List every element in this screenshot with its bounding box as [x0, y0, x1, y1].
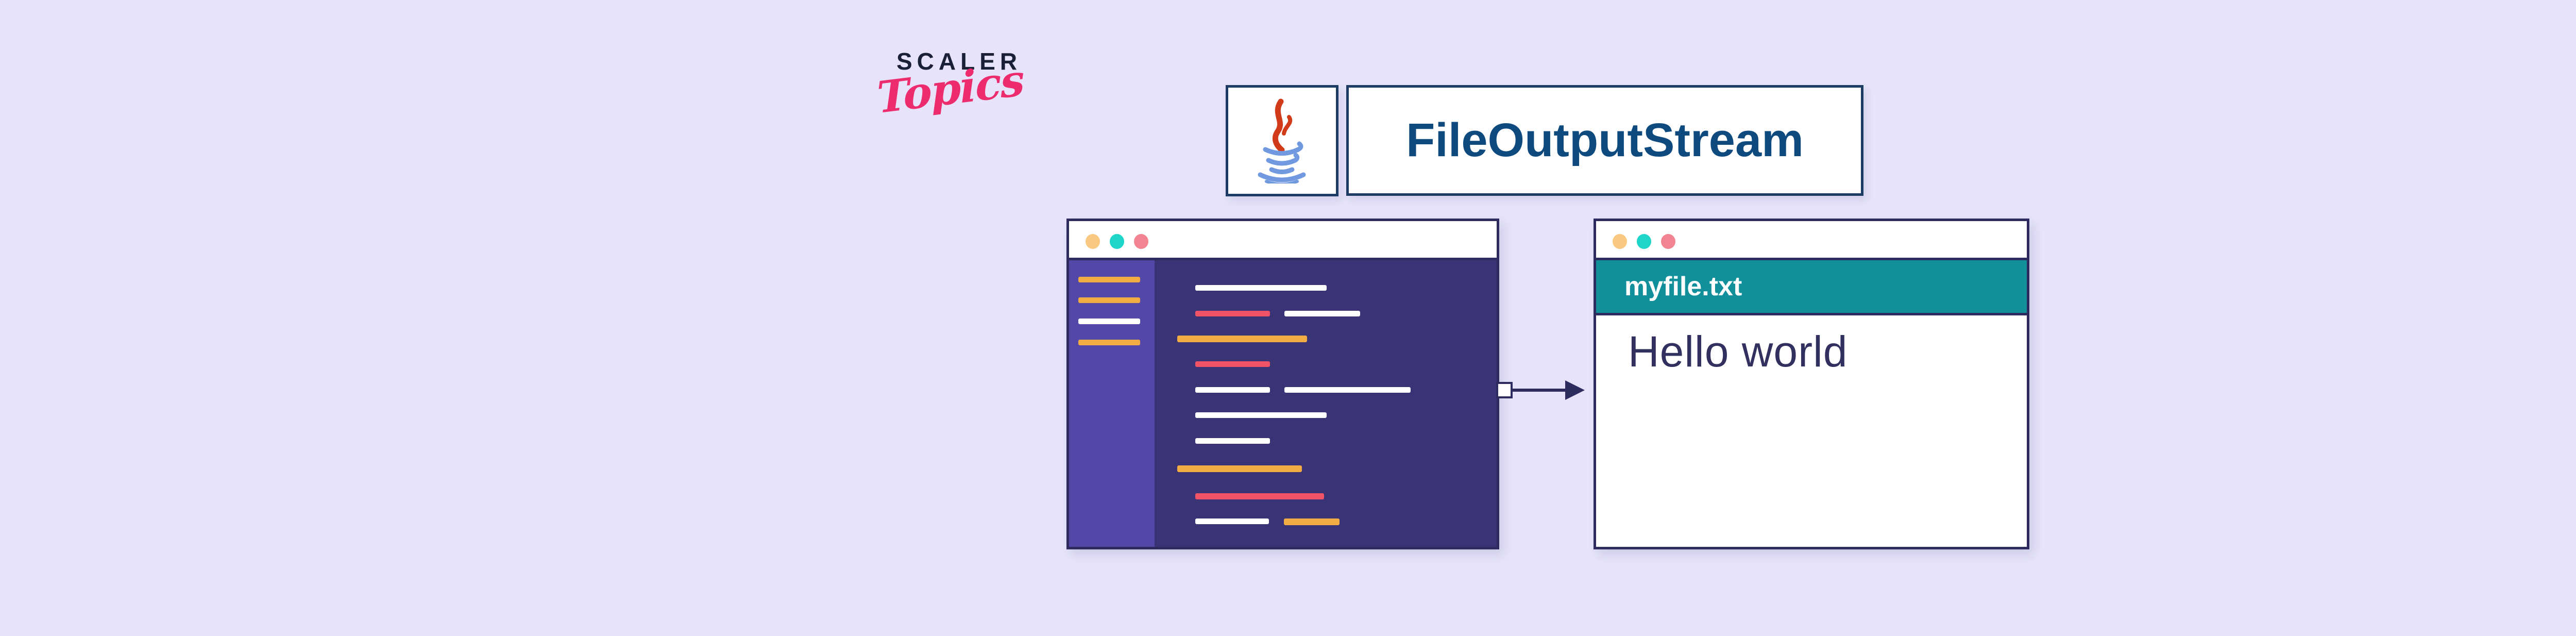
arrow-connector-line: [1512, 389, 1567, 392]
window-dot-teal-icon: [1637, 234, 1651, 249]
code-line-bar: [1284, 518, 1340, 525]
code-line-bar: [1195, 285, 1327, 291]
arrow-right-icon: [1565, 380, 1585, 400]
window-dot-teal-icon: [1110, 234, 1124, 249]
code-line-bar: [1195, 311, 1270, 316]
file-tab: myfile.txt: [1596, 258, 2027, 315]
sidebar-bar: [1078, 319, 1140, 324]
output-titlebar: [1596, 221, 2027, 258]
file-content-text: Hello world: [1628, 327, 1848, 376]
file-content-area: Hello world: [1596, 315, 2027, 547]
java-cup-icon: [1258, 98, 1306, 183]
file-tab-label: myfile.txt: [1624, 272, 1742, 302]
code-line-bar: [1195, 412, 1327, 418]
window-dot-pink-icon: [1134, 234, 1148, 249]
code-line-bar: [1284, 387, 1411, 393]
sidebar-bar: [1078, 277, 1140, 282]
code-line-bar: [1177, 336, 1307, 342]
window-dot-orange-icon: [1086, 234, 1100, 249]
title-box: FileOutputStream: [1346, 85, 1863, 196]
sidebar-bar: [1078, 340, 1140, 345]
sidebar-bar: [1078, 297, 1140, 303]
editor-sidebar: [1069, 260, 1155, 547]
window-dot-orange-icon: [1613, 234, 1627, 249]
java-logo-box: [1226, 85, 1338, 196]
page-title: FileOutputStream: [1406, 114, 1804, 166]
editor-body: [1069, 258, 1497, 547]
scaler-topics-logo: SCALER Topics: [876, 47, 1030, 123]
editor-code-area: [1155, 260, 1497, 547]
code-editor-window: [1066, 219, 1499, 549]
editor-titlebar: [1069, 221, 1497, 258]
code-line-bar: [1195, 361, 1270, 367]
code-line-bar: [1195, 518, 1269, 524]
arrow-connector-square: [1496, 382, 1513, 398]
code-line-bar: [1195, 493, 1324, 499]
window-dot-pink-icon: [1661, 234, 1675, 249]
code-line-bar: [1195, 387, 1270, 393]
output-file-window: myfile.txt Hello world: [1594, 219, 2029, 549]
logo-text-scaler: SCALER: [896, 48, 1022, 75]
code-line-bar: [1284, 311, 1360, 316]
code-line-bar: [1177, 465, 1302, 472]
code-line-bar: [1195, 438, 1270, 444]
